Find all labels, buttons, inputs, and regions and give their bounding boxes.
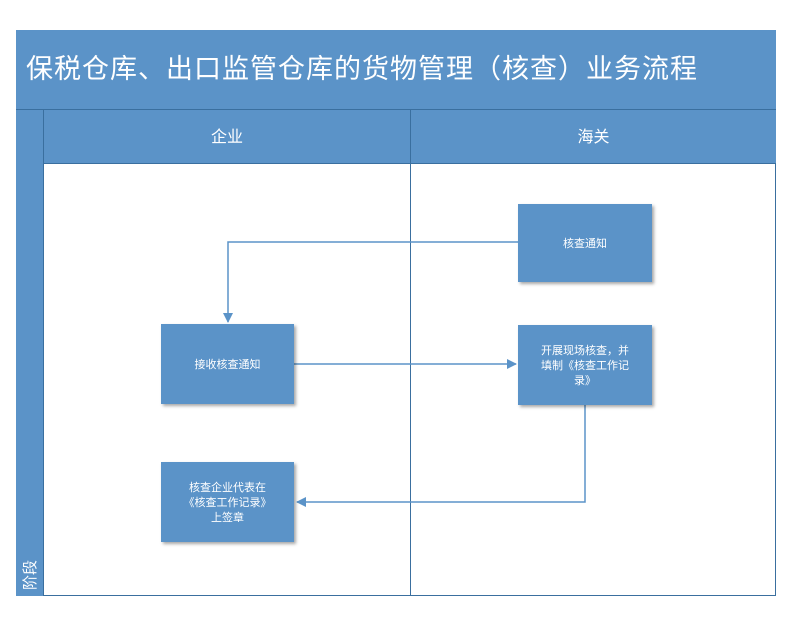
diagram-title: 保税仓库、出口监管仓库的货物管理（核查）业务流程 (16, 30, 776, 110)
node-enterprise-sign: 核查企业代表在 《核查工作记录》 上签章 (161, 462, 294, 542)
phase-label: 阶段 (21, 559, 39, 590)
node-onsite-inspection: 开展现场核查，并 填制《核查工作记 录》 (518, 325, 652, 405)
node-receive-notice: 接收核查通知 (161, 324, 294, 404)
lane-header-enterprise: 企业 (44, 110, 411, 164)
lane-header-customs: 海关 (411, 110, 776, 164)
lane-divider (410, 164, 411, 596)
phase-strip (16, 110, 44, 596)
node-inspection-notice: 核查通知 (518, 204, 652, 282)
